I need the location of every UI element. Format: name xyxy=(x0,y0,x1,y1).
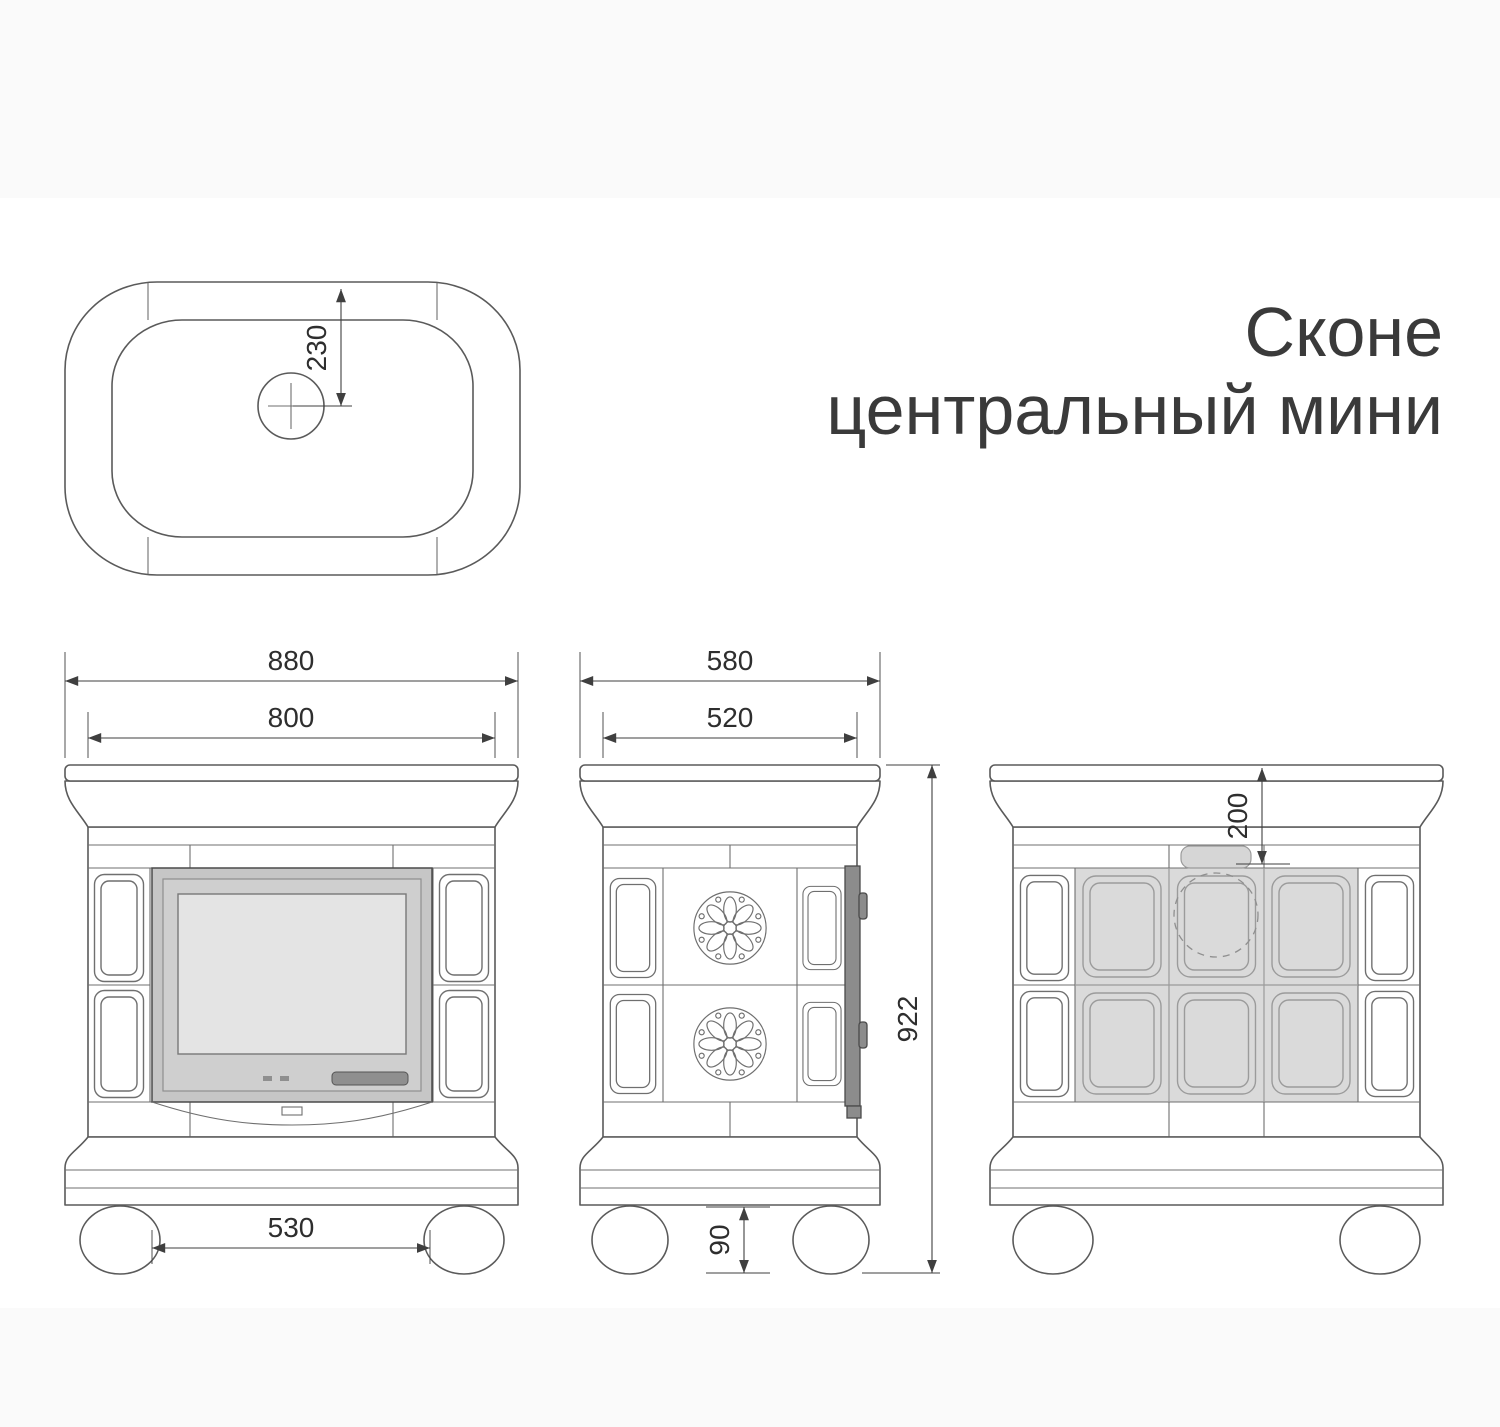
dim-label-front-overall: 880 xyxy=(268,645,315,676)
door-hinge-top xyxy=(858,892,868,920)
top-view-tile-joints xyxy=(147,283,438,574)
page-top-margin xyxy=(0,0,1500,198)
page-bottom-margin xyxy=(0,1308,1500,1427)
dim-feet-span: 530 xyxy=(151,1212,431,1264)
front-apron-latch xyxy=(281,1106,303,1116)
side-tile-joints xyxy=(603,844,857,1137)
insert-glass xyxy=(177,893,407,1055)
door-edge-strip xyxy=(844,865,861,1107)
rear-flue-dashed-circle xyxy=(1173,872,1259,958)
dim-side-body-depth: 520 xyxy=(602,702,858,758)
dim-label-flue-offset: 230 xyxy=(301,325,332,372)
title-line-1: Сконе xyxy=(1245,293,1443,371)
front-plinth xyxy=(64,1136,519,1206)
front-foot-right xyxy=(423,1205,505,1275)
side-cornice-lip xyxy=(579,764,881,782)
top-view-inner-shell xyxy=(111,319,474,538)
front-apron-curve xyxy=(151,1101,433,1126)
dim-label-flue-top: 200 xyxy=(1222,793,1253,840)
front-cornice-cove xyxy=(64,780,519,828)
dim-flue-top-offset: 200 xyxy=(1222,768,1290,865)
dim-label-side-body: 520 xyxy=(707,702,754,733)
dim-flue-offset: 230 xyxy=(293,289,352,407)
rear-flue-stub xyxy=(1180,845,1252,869)
dim-label-feet-span: 530 xyxy=(268,1212,315,1243)
rear-foot-right xyxy=(1339,1205,1421,1275)
rear-foot-left xyxy=(1012,1205,1094,1275)
front-foot-left xyxy=(79,1205,161,1275)
side-cornice-cove xyxy=(579,780,881,828)
door-foot-bracket xyxy=(846,1105,862,1119)
rear-cornice-cove xyxy=(989,780,1444,828)
side-foot-left xyxy=(591,1205,669,1275)
rear-plinth xyxy=(989,1136,1444,1206)
side-view: 580 520 922 90 xyxy=(579,645,940,1275)
side-foot-right xyxy=(792,1205,870,1275)
dim-label-front-body: 800 xyxy=(268,702,315,733)
dim-total-height: 922 xyxy=(862,764,940,1274)
dim-side-overall-depth: 580 xyxy=(579,645,881,758)
fireplace-insert xyxy=(151,867,433,1103)
insert-control-1 xyxy=(263,1076,272,1081)
insert-control-2 xyxy=(280,1076,289,1081)
front-view: 880 800 530 xyxy=(64,645,519,1275)
insert-handle-bar xyxy=(331,1071,409,1086)
front-cornice-lip xyxy=(64,764,519,782)
door-hinge-bottom xyxy=(858,1021,868,1049)
rear-cornice-lip xyxy=(989,764,1444,782)
rear-tile-grid xyxy=(1075,868,1358,1102)
side-plinth xyxy=(579,1136,881,1206)
title-line-2: центральный мини xyxy=(826,371,1443,449)
dim-label-foot-height: 90 xyxy=(704,1224,735,1255)
dim-label-side-overall: 580 xyxy=(707,645,754,676)
side-door-edge xyxy=(844,865,868,1119)
dim-foot-height: 90 xyxy=(704,1206,770,1274)
dim-front-overall-width: 880 xyxy=(64,645,519,758)
dim-front-body-width: 800 xyxy=(87,702,496,758)
top-view: 230 xyxy=(64,281,521,576)
rear-view: 200 xyxy=(989,764,1444,1275)
side-body xyxy=(602,826,858,1138)
dim-label-height: 922 xyxy=(892,996,923,1043)
product-title: Сконе центральный мини xyxy=(826,293,1443,449)
